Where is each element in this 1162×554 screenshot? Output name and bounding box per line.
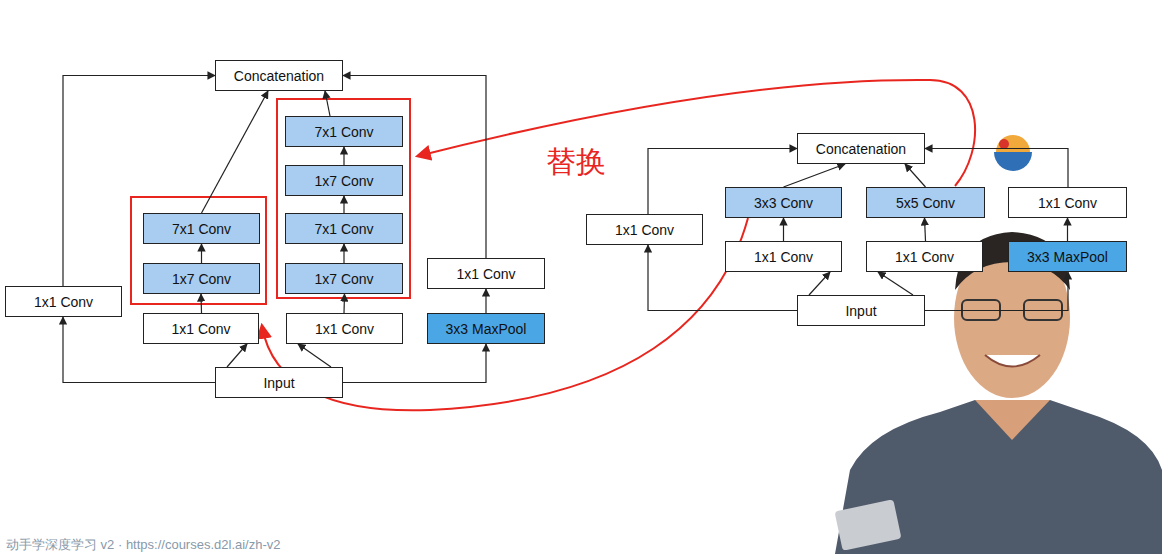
flow-arrow xyxy=(298,344,331,367)
flow-arrow xyxy=(343,147,344,165)
box-label: 3x3 MaxPool xyxy=(446,321,527,337)
flow-arrow xyxy=(925,149,1068,188)
box-label: 1x1 Conv xyxy=(615,222,674,238)
process-box: 1x1 Conv xyxy=(143,313,259,344)
watermark: 动手学深度学习 v2 · https://courses.d2l.ai/zh-v… xyxy=(6,536,281,554)
flow-arrow xyxy=(63,76,215,287)
box-label: 1x7 Conv xyxy=(314,271,373,287)
flow-arrow xyxy=(200,294,202,313)
process-box: 1x1 Conv xyxy=(1008,187,1127,218)
box-label: 7x1 Conv xyxy=(314,221,373,237)
process-box: 7x1 Conv xyxy=(285,213,403,244)
box-label: 7x1 Conv xyxy=(172,221,231,237)
flow-arrow xyxy=(343,244,344,263)
box-label: 1x1 Conv xyxy=(34,294,93,310)
process-box: 7x1 Conv xyxy=(143,213,260,244)
presenter-neck xyxy=(975,400,1050,440)
process-box: Concatenation xyxy=(797,133,925,164)
process-box: 3x3 MaxPool xyxy=(427,313,545,344)
box-label: 1x1 Conv xyxy=(171,321,230,337)
presenter-figure xyxy=(834,232,1162,554)
process-box: 1x7 Conv xyxy=(285,165,403,196)
flow-arrow xyxy=(809,272,830,295)
process-box: Concatenation xyxy=(215,60,343,91)
box-label: 1x1 Conv xyxy=(456,266,515,282)
process-box: 3x3 Conv xyxy=(725,187,842,218)
box-label: Concatenation xyxy=(816,141,906,157)
process-box: 1x1 Conv xyxy=(866,241,983,272)
process-box: 1x1 Conv xyxy=(286,313,403,344)
presenter-shirt xyxy=(835,400,1162,554)
highlight-rect xyxy=(131,197,266,304)
annotation-text: 替换 xyxy=(546,142,606,183)
flow-arrow xyxy=(325,91,330,116)
process-box: 1x1 Conv xyxy=(427,258,545,289)
flow-arrow xyxy=(925,218,926,241)
flow-arrow xyxy=(202,91,269,213)
highlight-rect xyxy=(277,99,410,298)
box-label: 1x7 Conv xyxy=(314,173,373,189)
flow-arrow xyxy=(783,218,784,241)
process-box: 7x1 Conv xyxy=(285,116,403,147)
process-box: Input xyxy=(797,295,925,326)
flow-arrow xyxy=(925,272,1068,311)
process-box: 5x5 Conv xyxy=(866,187,985,218)
box-label: 1x1 Conv xyxy=(315,321,374,337)
presenter-smile xyxy=(985,355,1040,367)
flow-arrow xyxy=(1067,218,1068,241)
process-box: 1x1 Conv xyxy=(5,286,122,317)
flow-arrow xyxy=(343,294,345,313)
process-box: 1x1 Conv xyxy=(586,214,703,245)
process-box: 1x7 Conv xyxy=(143,263,260,294)
flow-arrow xyxy=(485,289,486,313)
process-box: Input xyxy=(215,367,343,398)
box-label: Concatenation xyxy=(234,68,324,84)
process-box: 1x7 Conv xyxy=(285,263,403,294)
box-label: 1x1 Conv xyxy=(895,249,954,265)
box-label: 1x1 Conv xyxy=(1038,195,1097,211)
box-label: 1x1 Conv xyxy=(754,249,813,265)
flow-arrow xyxy=(905,164,926,187)
box-label: 5x5 Conv xyxy=(896,195,955,211)
flow-arrow xyxy=(878,272,913,295)
flow-arrow xyxy=(343,344,486,383)
presenter-clicker xyxy=(834,499,901,551)
box-label: 1x7 Conv xyxy=(172,271,231,287)
flow-arrow xyxy=(201,244,202,263)
box-label: 7x1 Conv xyxy=(314,124,373,140)
box-label: 3x3 MaxPool xyxy=(1027,249,1108,265)
flow-arrow xyxy=(784,164,846,187)
box-label: Input xyxy=(263,375,294,391)
bowl-icon xyxy=(994,135,1032,171)
box-label: 3x3 Conv xyxy=(754,195,813,211)
flow-arrow xyxy=(343,196,344,213)
box-label: Input xyxy=(845,303,876,319)
process-box: 3x3 MaxPool xyxy=(1008,241,1127,272)
flow-arrow xyxy=(227,344,247,367)
replace-arrow xyxy=(418,80,975,186)
process-box: 1x1 Conv xyxy=(725,241,842,272)
